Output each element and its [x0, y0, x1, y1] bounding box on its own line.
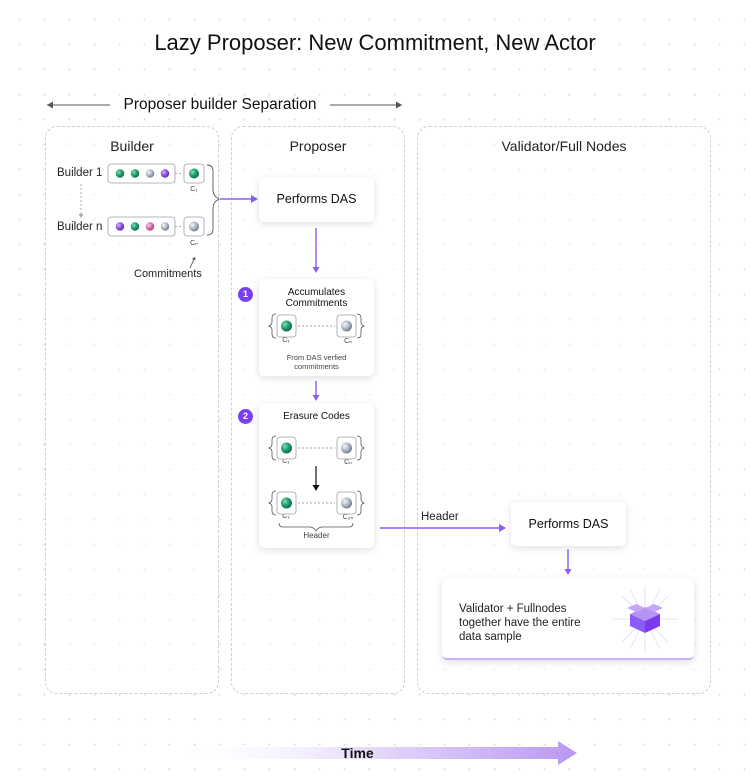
- buildern-tx-2: [130, 222, 140, 231]
- buildern-label: Builder n: [57, 221, 103, 233]
- pbs-label: Proposer builder Separation: [110, 96, 330, 114]
- validator-column-title: Validator/Full Nodes: [501, 138, 627, 154]
- validator-result-text: Validator + Fullnodes together have the …: [459, 602, 609, 644]
- erasure-codes-title: Erasure Codes: [283, 411, 350, 422]
- step1-commitment-row: [267, 313, 366, 339]
- step2-c1b-label: C₁: [282, 513, 290, 520]
- accumulates-title-line2: Commitments: [285, 298, 348, 309]
- buildern-cn-label: Cₙ: [190, 240, 198, 247]
- step1-badge: 1: [238, 287, 253, 302]
- validator-performs-das-card: Performs DAS: [511, 502, 626, 546]
- step2-header-label: Header: [303, 531, 330, 540]
- step2-cn-label: Cₙ: [344, 459, 352, 466]
- buildern-commitment: [189, 221, 199, 232]
- step2-c1-label: C₁: [282, 458, 290, 465]
- builder1-commitment: [189, 168, 199, 179]
- builder1-label: Builder 1: [57, 167, 103, 179]
- validator-result-line3: data sample: [459, 631, 522, 643]
- step1-note-line1: From DAS verfied: [286, 353, 347, 362]
- step2-commitment-row-bottom: [267, 490, 366, 516]
- step2-commitment-row-top: [267, 435, 366, 461]
- commitments-label: Commitments: [134, 268, 202, 280]
- header-brace: [278, 522, 354, 532]
- time-label: Time: [341, 745, 374, 761]
- builder1-tx-4: [160, 169, 170, 178]
- commitment-brace: [206, 164, 221, 236]
- builder1-tx-2: [130, 169, 140, 178]
- builder1-tx-3: [145, 169, 155, 178]
- page-title: Lazy Proposer: New Commitment, New Actor: [154, 30, 596, 55]
- step2-badge: 2: [238, 409, 253, 424]
- builder1-tx-1: [115, 169, 125, 178]
- buildern-tx-3: [145, 222, 155, 231]
- step1-c1-label: C₁: [282, 337, 290, 344]
- buildern-tx-4: [160, 222, 170, 231]
- validator-result-line2: together have the entire: [459, 617, 581, 629]
- proposer-performs-das-label: Performs DAS: [276, 192, 357, 206]
- validator-result-line1: Validator + Fullnodes: [459, 603, 567, 615]
- step2-c2n-label: C₂ₙ: [342, 514, 354, 521]
- proposer-performs-das-card: Performs DAS: [259, 177, 374, 222]
- builder-column-title: Builder: [110, 138, 154, 154]
- accumulates-title-line1: Accumulates: [287, 287, 346, 298]
- proposer-column-title: Proposer: [289, 138, 347, 154]
- step1-note-line2: commitments: [294, 362, 339, 371]
- validator-performs-das-label: Performs DAS: [528, 517, 609, 531]
- step1-cn-label: Cₙ: [344, 338, 352, 345]
- header-arrow-label: Header: [421, 511, 459, 523]
- builder1-c1-label: C₁: [190, 186, 198, 193]
- buildern-tx-1: [115, 222, 125, 231]
